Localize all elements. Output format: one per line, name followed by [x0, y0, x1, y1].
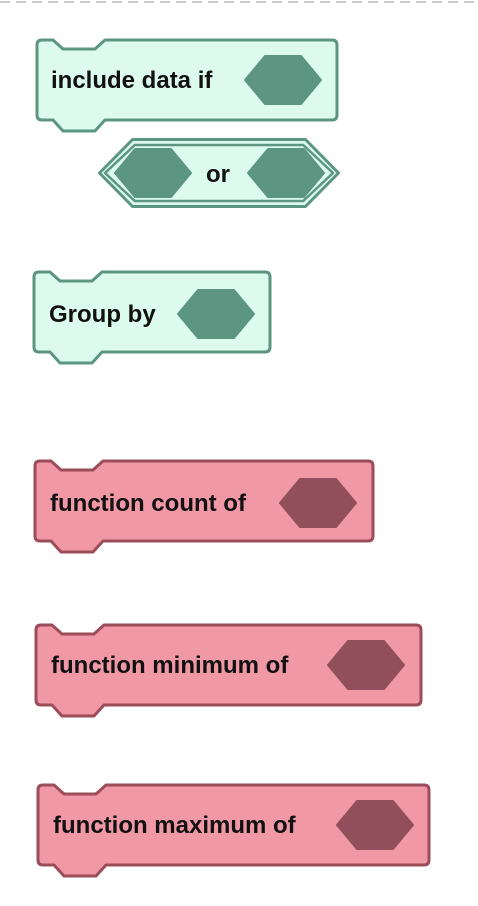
- function-maximum-of-block[interactable]: function maximum of: [36, 783, 431, 881]
- hexagon-slot-icon[interactable]: [326, 639, 406, 691]
- function-count-of-block[interactable]: function count of: [33, 459, 375, 557]
- function-maximum-of-label: function maximum of: [53, 812, 296, 839]
- palette-top-divider: [0, 1, 478, 3]
- function-minimum-of-label: function minimum of: [51, 652, 289, 679]
- hexagon-slot-icon[interactable]: [335, 799, 415, 851]
- hexagon-slot-icon[interactable]: [246, 147, 326, 199]
- function-minimum-of-block-shape: [34, 623, 423, 718]
- hexagon-slot-icon[interactable]: [278, 477, 358, 529]
- or-block[interactable]: or: [98, 138, 340, 208]
- include-data-if-block[interactable]: include data if: [35, 38, 339, 133]
- group-by-label: Group by: [49, 301, 156, 328]
- hexagon-slot-icon[interactable]: [113, 147, 193, 199]
- function-count-of-label: function count of: [50, 490, 246, 517]
- hexagon-slot-icon[interactable]: [176, 288, 256, 340]
- include-data-if-label: include data if: [51, 67, 213, 94]
- or-label: or: [206, 161, 230, 188]
- function-minimum-of-block[interactable]: function minimum of: [34, 623, 423, 721]
- function-maximum-of-block-shape: [36, 783, 431, 878]
- group-by-block[interactable]: Group by: [32, 270, 272, 368]
- hexagon-slot-icon[interactable]: [243, 54, 323, 106]
- function-count-of-block-shape: [33, 459, 375, 554]
